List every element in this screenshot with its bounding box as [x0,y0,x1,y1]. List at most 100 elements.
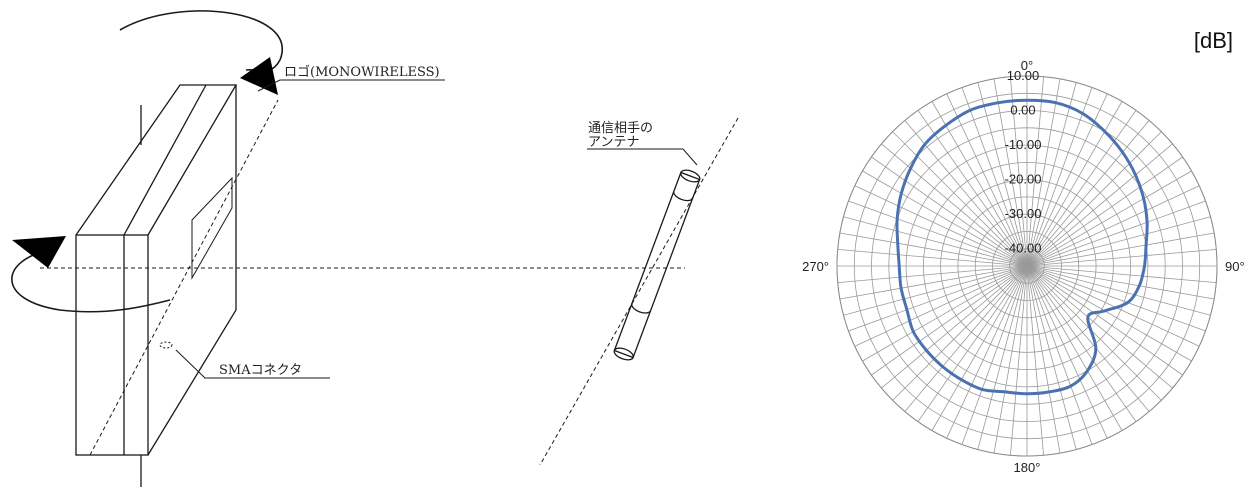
polar-spoke [1026,120,1150,267]
antenna-top-cap [680,169,701,183]
polar-spoke [1026,265,1200,347]
rotation-arrow-top [119,10,283,72]
polar-ring [957,196,1097,336]
connector-label: SMAコネクタ [219,363,302,378]
polar-spoke [881,143,1028,267]
polar-spoke [946,265,1028,439]
polar-spoke [892,265,1028,401]
polar-spoke [1026,78,1061,267]
polar-ring [905,144,1149,388]
polar-spoke [881,265,1028,389]
polar-spoke [1026,265,1093,445]
polar-radial-tick-label: -30.00 [1005,206,1042,221]
polar-spoke [1026,249,1217,267]
polar-spoke [1026,265,1061,454]
polar-ring [871,110,1183,422]
polar-spoke [917,265,1028,422]
antenna-bottom-cap [613,347,634,361]
polar-spoke [871,265,1028,376]
polar-spoke [993,78,1028,267]
polar-spoke [1026,265,1137,422]
polar-spoke [904,265,1028,412]
polar-spoke [961,265,1028,445]
polar-spoke [1026,265,1173,389]
polar-spoke [871,156,1028,267]
polar-spoke [848,200,1028,267]
polar-radial-tick-label: 0.00 [1010,103,1035,118]
logo-leader-line [257,79,445,92]
polar-angle-label: 0° [1021,58,1033,73]
polar-spoke [1026,232,1215,267]
logo-label: ロゴ(MONOWIRELESS) [284,64,440,80]
polar-spoke [837,249,1028,267]
polar-spoke [1026,265,1217,283]
polar-spoke [1026,87,1093,267]
polar-radial-tick-label: -40.00 [1005,241,1042,256]
polar-angle-label: 90° [1225,259,1245,274]
polar-spoke [1026,265,1108,439]
polar-spoke [854,185,1028,267]
sma-connector-hint [159,341,173,349]
polar-spoke [1026,82,1077,267]
polar-ring [974,213,1080,319]
polar-spoke [1026,185,1200,267]
diagonal-dashed-axis [89,99,279,456]
antenna-lower-band [631,303,652,314]
polar-chart: 10.000.00-10.00-20.00-30.00-40.00 0°90°1… [802,58,1245,475]
polar-spoke [1026,76,1044,267]
polar-spoke [839,265,1028,300]
polar-spoke [993,265,1028,454]
partner-antenna-label-line2: アンテナ [588,135,639,150]
polar-ring [992,231,1062,301]
polar-spoke [931,101,1028,267]
polar-spoke [1026,265,1206,332]
polar-spoke [1026,216,1211,267]
polar-angle-labels: 0°90°180°270° [802,58,1245,475]
antenna-dashed-axis [539,117,739,466]
antenna-upper-band [673,191,694,202]
polar-unit-label: [dB] [1194,28,1233,53]
polar-radial-tick-label: -10.00 [1005,137,1042,152]
polar-spoke [1026,156,1183,267]
polar-spoke [1026,265,1192,362]
polar-spoke [1026,265,1123,431]
polar-ring [853,92,1201,440]
polar-spoke [854,265,1028,347]
polar-spoke [839,232,1028,267]
polar-spoke [837,265,1028,283]
polar-spoke [892,131,1028,267]
polar-spoke [917,110,1028,267]
partner-antenna-drawing [539,117,739,466]
polar-radial-tick-label: 10.00 [1007,68,1040,83]
polar-radial-ticks: 10.000.00-10.00-20.00-30.00-40.00 [1005,68,1042,256]
polar-spoke [1010,265,1028,456]
polar-angle-label: 270° [802,259,829,274]
polar-spoke [1026,170,1192,267]
polar-series-line [895,98,1149,396]
rotation-arrowhead-top [240,57,278,95]
polar-spoke [1026,265,1077,450]
polar-spoke [1026,265,1215,300]
device-drawing [11,10,685,487]
polar-spoke [1026,143,1173,267]
polar-spoke [1026,131,1162,267]
polar-spoke [1026,265,1044,456]
polar-ring [888,127,1166,405]
polar-spoke [862,265,1028,362]
antenna-leader-line [587,148,698,166]
logo-plate [191,176,233,280]
partner-antenna-label-line1: 通信相手の [588,121,653,136]
device-top-face [75,84,238,236]
device-front-face [75,234,149,456]
polar-spoke [961,87,1028,267]
polar-spoke [1026,265,1162,401]
polar-spoke [1010,76,1028,267]
polar-ring [940,179,1114,353]
device-top-seam [123,84,207,236]
polar-outer-ring [836,75,1218,457]
polar-spoke [1026,265,1150,412]
polar-spoke [1026,110,1137,267]
polar-spoke [1026,265,1211,316]
polar-spoke [1026,265,1183,376]
